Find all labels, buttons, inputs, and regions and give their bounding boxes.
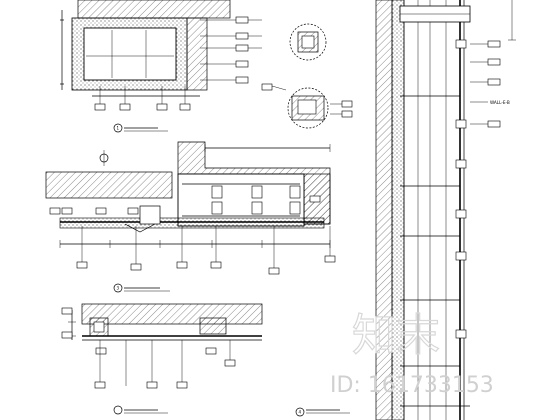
detail-2-section	[45, 141, 336, 275]
watermark-id: ID: 161733153	[330, 373, 494, 398]
watermark: 知末 ID: 161733153	[330, 309, 494, 398]
detail-3-number: 3	[117, 286, 120, 291]
elevation-label: WALL-E-B	[490, 100, 510, 105]
detail-1-section: 1	[60, 0, 353, 133]
elevation-section: WALL-E-B	[375, 0, 516, 420]
detail-1-number: 1	[117, 126, 120, 131]
detail-4-number: 4	[299, 410, 302, 415]
detail-3-section: 3 4	[61, 283, 350, 417]
watermark-logo: 知末	[352, 310, 440, 361]
